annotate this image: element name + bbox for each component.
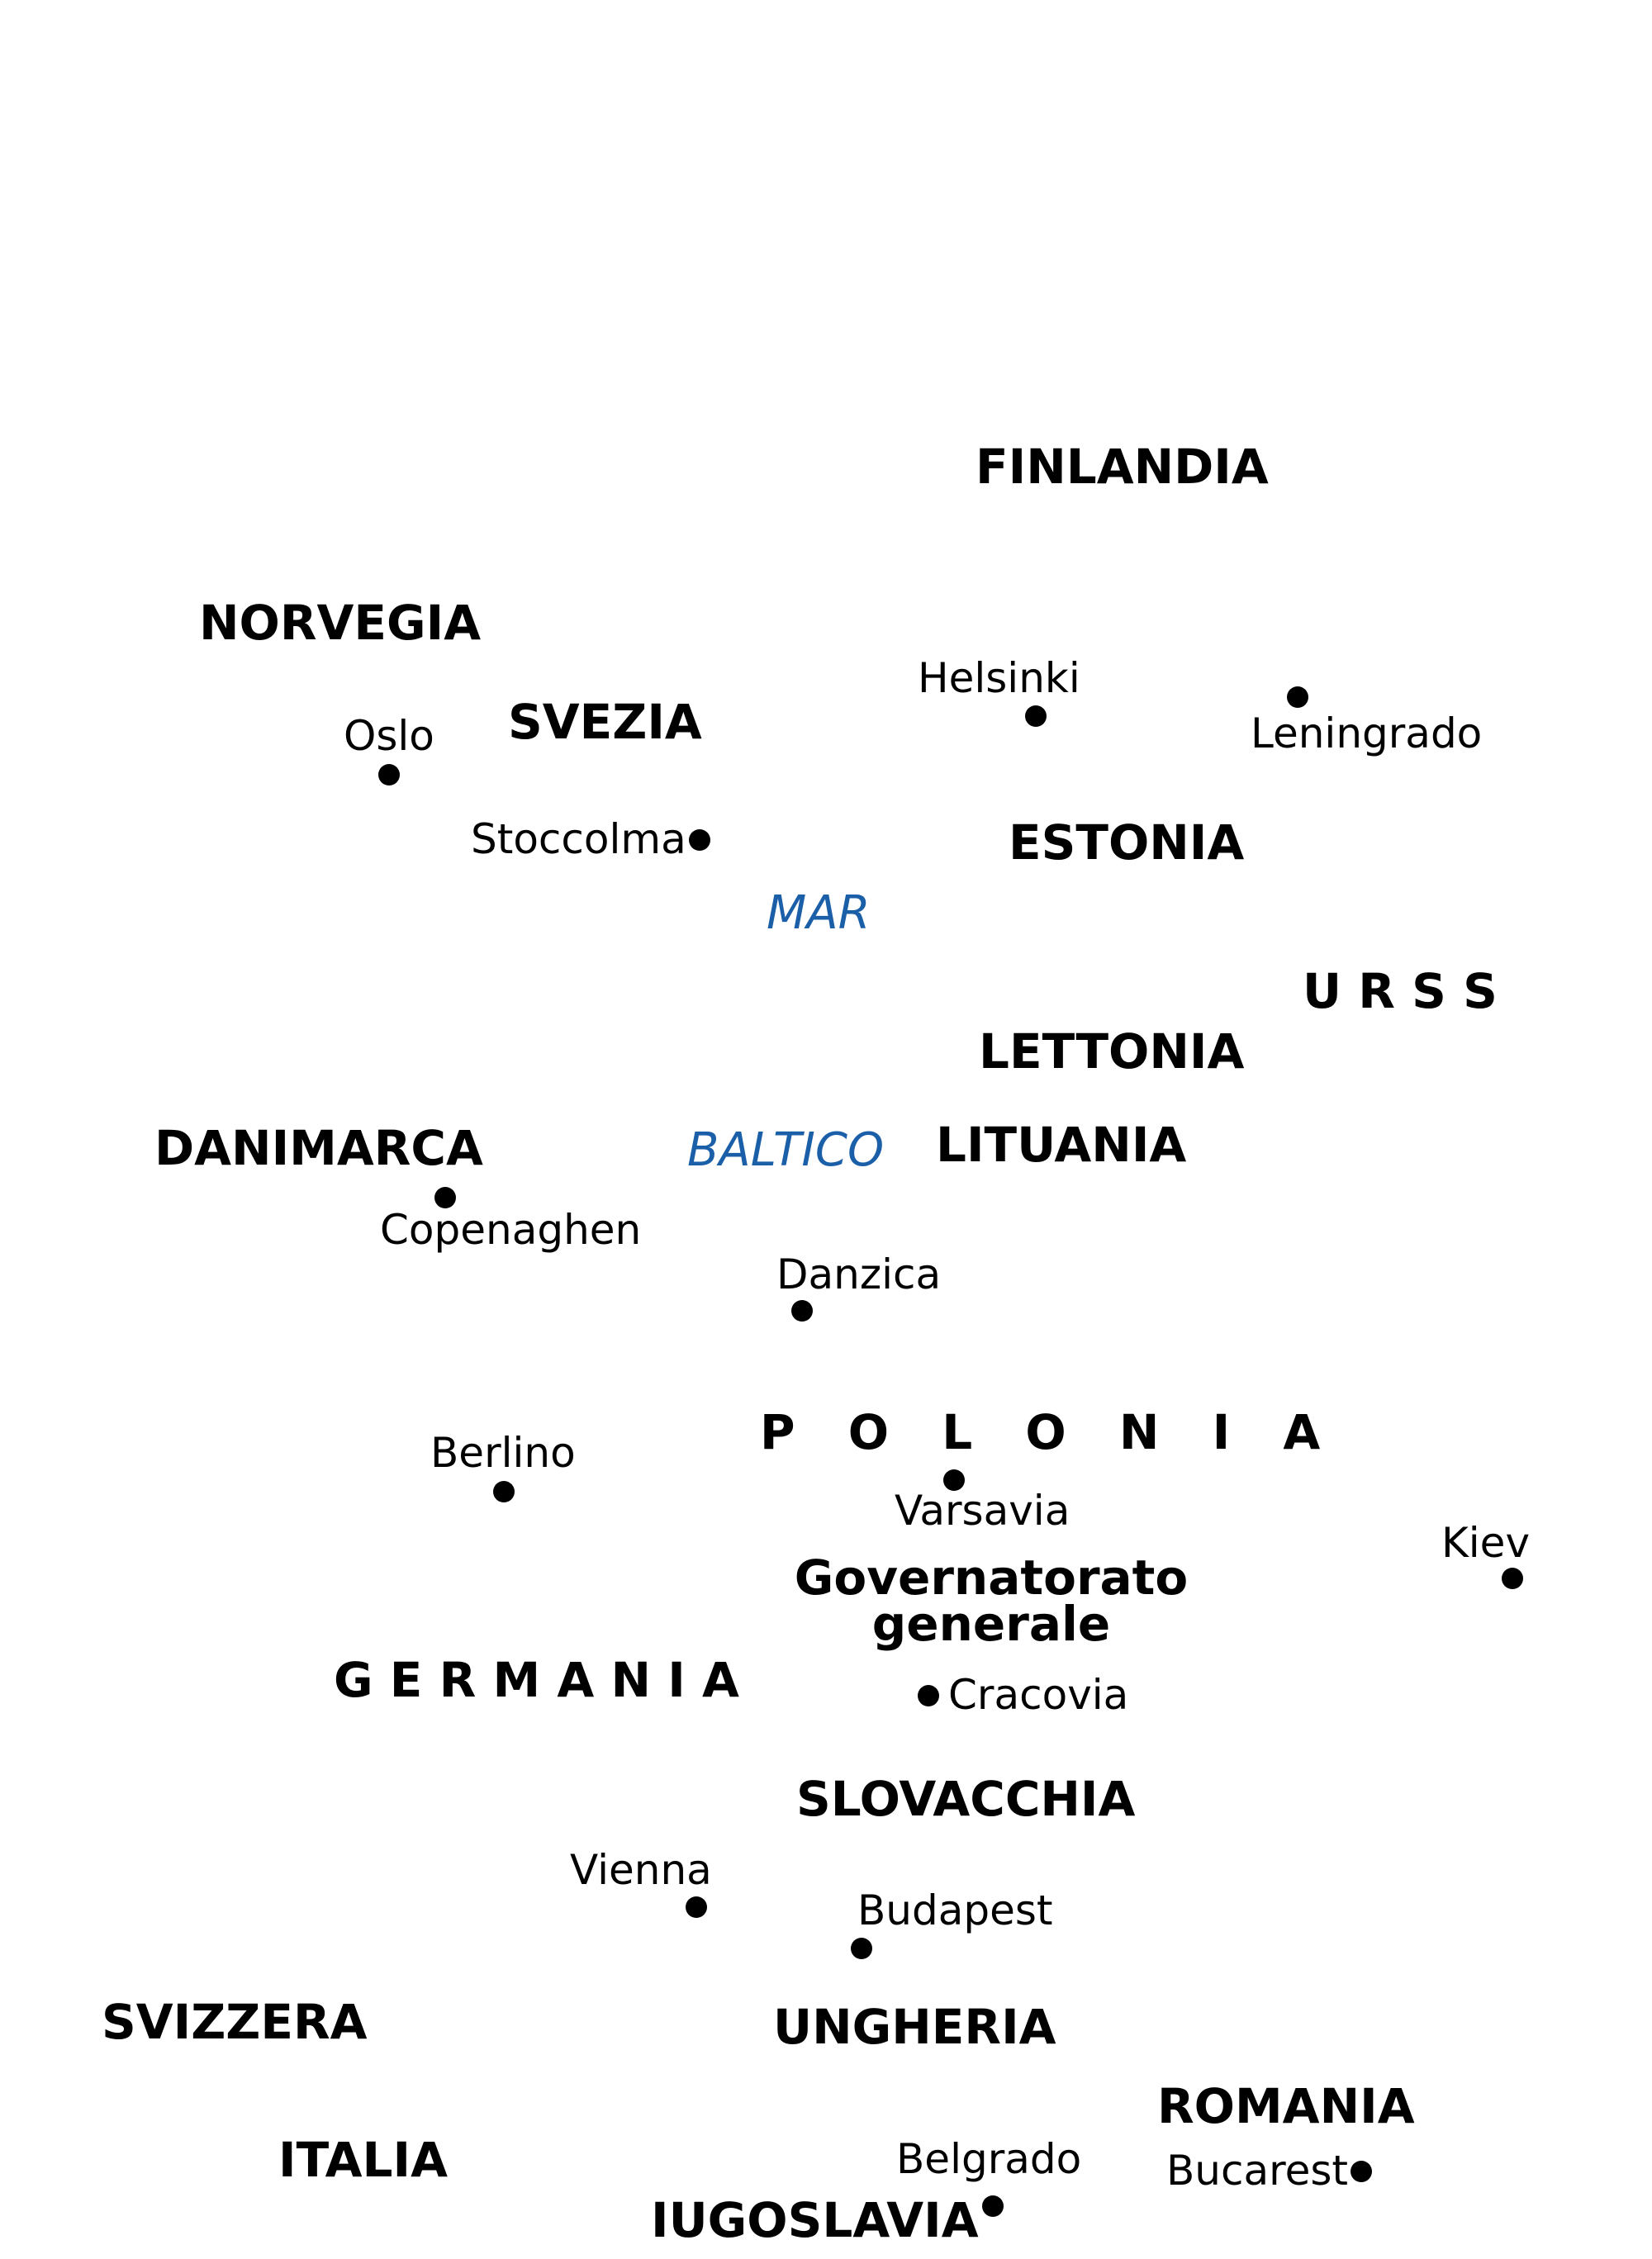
city-dot-kiev xyxy=(1502,1568,1523,1589)
city-dot-copenaghen xyxy=(434,1187,456,1208)
governatorato-line-1: Governatorato xyxy=(794,1550,1189,1606)
city-label-danzica: Danzica xyxy=(776,1251,942,1298)
city-label-stoccolma: Stoccolma xyxy=(471,815,686,863)
city-label-oslo: Oslo xyxy=(344,712,434,760)
city-dot-stoccolma xyxy=(689,829,710,851)
country-label-norvegia: NORVEGIA xyxy=(199,595,482,651)
country-label-svizzera: SVIZZERA xyxy=(102,1994,368,2050)
country-label-ungheria: UNGHERIA xyxy=(773,1999,1056,2055)
city-dot-cracovia xyxy=(918,1685,939,1706)
country-label-slovacchia: SLOVACCHIA xyxy=(796,1771,1136,1827)
city-dot-belgrado xyxy=(982,2195,1004,2217)
city-dot-vienna xyxy=(686,1896,707,1918)
city-label-budapest: Budapest xyxy=(857,1886,1053,1934)
city-dot-varsavia xyxy=(943,1469,965,1491)
country-label-danimarca: DANIMARCA xyxy=(154,1120,483,1176)
sea-label-baltico: BALTICO xyxy=(687,1123,885,1177)
city-label-kiev: Kiev xyxy=(1441,1519,1531,1567)
city-label-berlino: Berlino xyxy=(430,1429,576,1477)
country-label-germania: G E R M A N I A xyxy=(334,1652,739,1708)
country-label-governatorato-generale: Governatorato generale xyxy=(794,1550,1189,1652)
country-label-polonia: P O L O N I A xyxy=(760,1404,1339,1460)
city-label-leningrado: Leningrado xyxy=(1251,709,1483,757)
city-label-cracovia: Cracovia xyxy=(948,1671,1129,1719)
country-label-romania: ROMANIA xyxy=(1157,2078,1415,2134)
country-label-italia: ITALIA xyxy=(278,2132,448,2188)
city-label-belgrado: Belgrado xyxy=(896,2135,1082,2183)
country-label-urss: U R S S xyxy=(1303,963,1498,1019)
sea-label-mar: MAR xyxy=(767,886,871,940)
country-label-lituania: LITUANIA xyxy=(936,1117,1187,1173)
city-dot-berlino xyxy=(493,1481,515,1502)
city-label-vienna: Vienna xyxy=(570,1846,712,1894)
city-dot-budapest xyxy=(851,1938,872,1959)
governatorato-line-2: generale xyxy=(871,1596,1111,1652)
country-label-svezia: SVEZIA xyxy=(508,694,702,750)
city-label-varsavia: Varsavia xyxy=(895,1487,1070,1535)
country-label-estonia: ESTONIA xyxy=(1009,814,1245,871)
city-dot-bucarest xyxy=(1351,2161,1372,2182)
city-label-bucarest: Bucarest xyxy=(1166,2147,1348,2195)
city-label-copenaghen: Copenaghen xyxy=(380,1206,642,1254)
city-dot-danzica xyxy=(791,1300,813,1322)
country-label-iugoslavia: IUGOSLAVIA xyxy=(651,2192,979,2248)
city-dot-helsinki xyxy=(1025,705,1047,727)
city-dot-leningrado xyxy=(1287,686,1308,708)
city-label-helsinki: Helsinki xyxy=(918,654,1080,702)
city-dot-oslo xyxy=(378,764,400,785)
country-label-lettonia: LETTONIA xyxy=(979,1023,1245,1080)
country-label-finlandia: FINLANDIA xyxy=(976,439,1269,495)
